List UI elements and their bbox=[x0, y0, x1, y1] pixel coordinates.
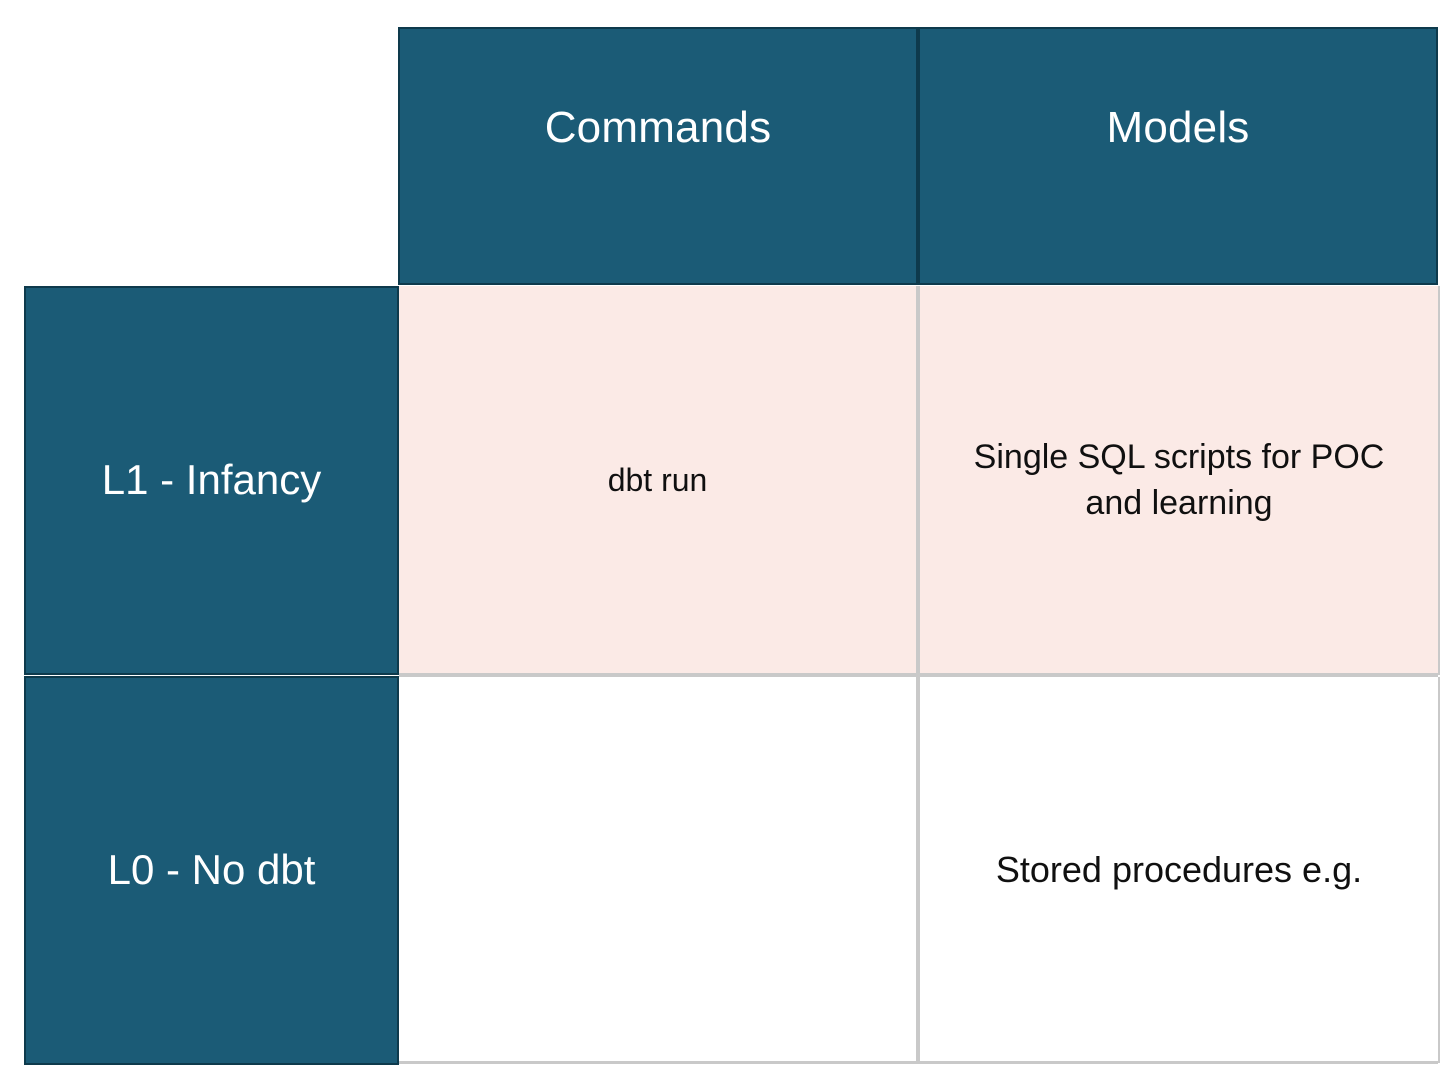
grid-divider-row-split bbox=[399, 673, 1438, 677]
cell-l1-models: Single SQL scripts for POC and learning bbox=[920, 286, 1438, 675]
grid-divider-vertical-top bbox=[916, 286, 920, 675]
cell-l0-models-text: Stored procedures e.g. bbox=[995, 848, 1363, 890]
row-header-l1-label: L1 - Infancy bbox=[101, 456, 322, 504]
cell-l1-commands-text: dbt run bbox=[607, 461, 708, 498]
row-header-l0-no-dbt: L0 - No dbt bbox=[24, 676, 399, 1065]
column-header-models-label: Models bbox=[1106, 102, 1250, 152]
cell-l1-models-text: Single SQL scripts for POC and learning bbox=[973, 437, 1385, 522]
cell-l1-commands: dbt run bbox=[399, 286, 916, 675]
grid-edge-right-bottom bbox=[1438, 677, 1440, 1063]
cell-l0-commands bbox=[399, 677, 916, 1063]
column-header-commands: Commands bbox=[398, 27, 918, 285]
row-header-l0-label: L0 - No dbt bbox=[107, 846, 316, 894]
grid-divider-bottom bbox=[399, 1061, 1438, 1064]
grid-edge-right-top bbox=[1438, 286, 1440, 675]
column-header-models: Models bbox=[918, 27, 1438, 285]
row-header-l1-infancy: L1 - Infancy bbox=[24, 286, 399, 675]
cell-l0-models: Stored procedures e.g. bbox=[920, 677, 1438, 1063]
column-header-commands-label: Commands bbox=[544, 102, 772, 152]
grid-divider-vertical-bottom bbox=[916, 677, 920, 1063]
